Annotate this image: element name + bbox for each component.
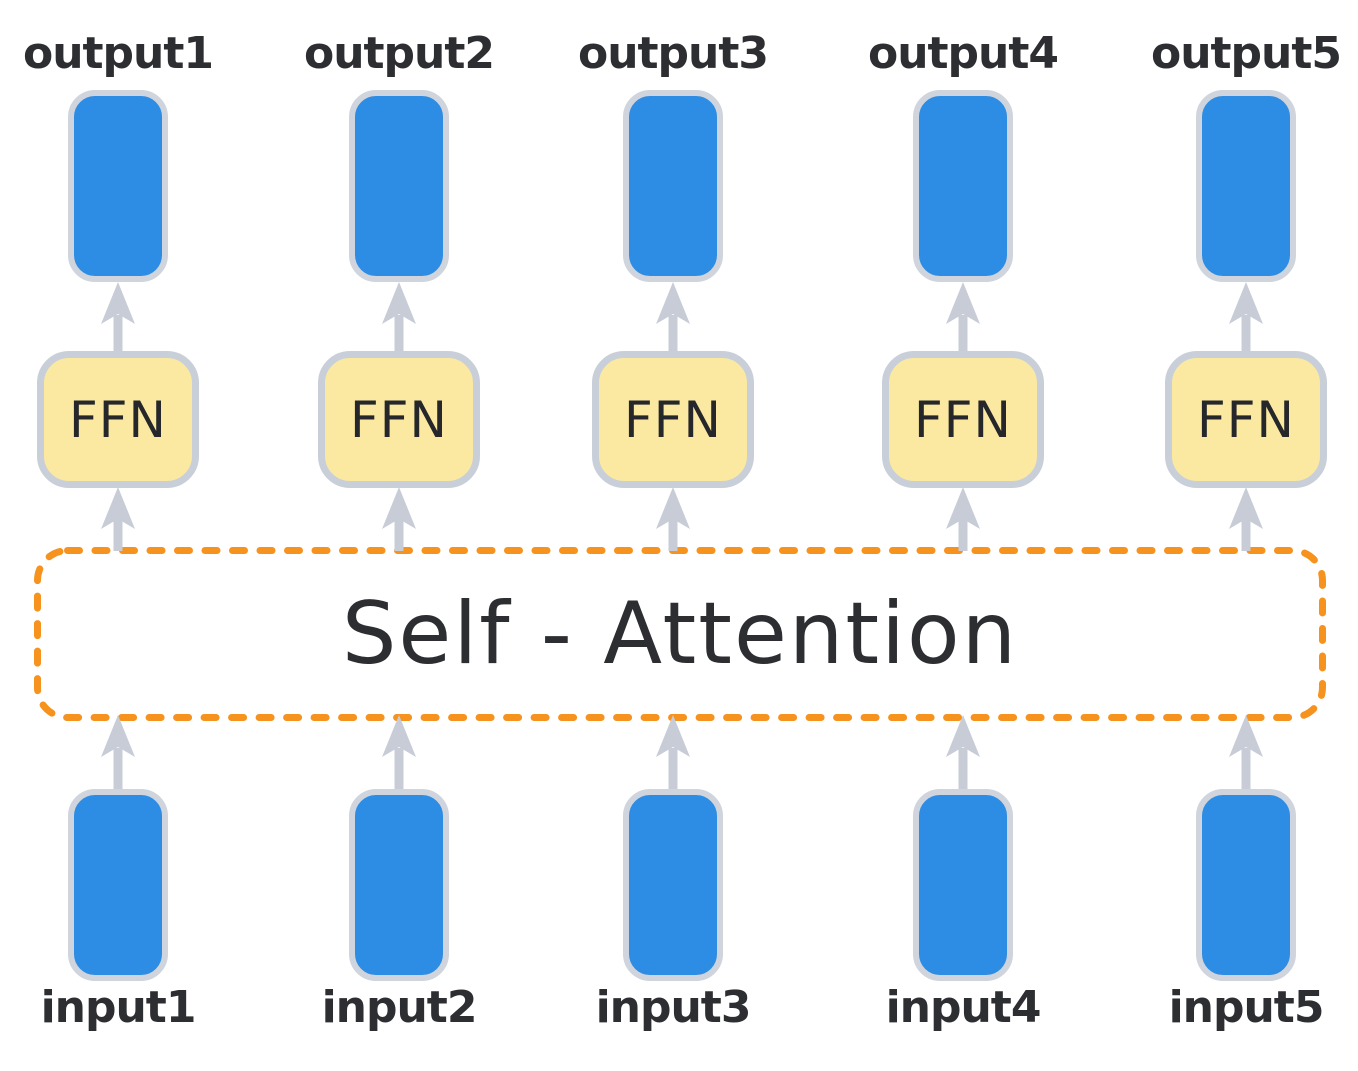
output-vector-block	[623, 90, 723, 282]
input-label: input5	[1168, 982, 1325, 1033]
self-attention-box: Self - Attention	[33, 546, 1327, 722]
output-vector-block	[1196, 90, 1296, 282]
input-vector-block	[1196, 789, 1296, 981]
arrow-up-icon	[101, 282, 135, 354]
column-3: output3 FFN input3	[563, 0, 783, 1071]
column-5: output5 FFN input5	[1136, 0, 1356, 1071]
arrow-up-icon	[101, 715, 135, 790]
ffn-box: FFN	[1165, 351, 1327, 488]
output-vector-block	[349, 90, 449, 282]
arrow-up-icon	[1229, 487, 1263, 551]
input-vector-block	[68, 789, 168, 981]
input-label: input4	[885, 982, 1042, 1033]
ffn-label: FFN	[1197, 390, 1295, 449]
column-1: output1 FFN input1	[8, 0, 228, 1071]
input-label: input1	[40, 982, 197, 1033]
arrow-up-icon	[656, 282, 690, 354]
arrow-up-icon	[656, 487, 690, 551]
ffn-label: FFN	[350, 390, 448, 449]
ffn-box: FFN	[592, 351, 754, 488]
column-2: output2 FFN input2	[289, 0, 509, 1071]
output-label: output1	[22, 28, 214, 79]
ffn-label: FFN	[914, 390, 1012, 449]
arrow-up-icon	[1229, 282, 1263, 354]
output-vector-block	[913, 90, 1013, 282]
input-vector-block	[349, 789, 449, 981]
arrow-up-icon	[946, 282, 980, 354]
input-vector-block	[913, 789, 1013, 981]
input-label: input2	[321, 982, 478, 1033]
column-4: output4 FFN input4	[853, 0, 1073, 1071]
arrow-up-icon	[1229, 715, 1263, 790]
arrow-up-icon	[946, 487, 980, 551]
arrow-up-icon	[382, 282, 416, 354]
output-label: output3	[577, 28, 769, 79]
output-label: output5	[1150, 28, 1342, 79]
input-vector-block	[623, 789, 723, 981]
input-label: input3	[595, 982, 752, 1033]
ffn-label: FFN	[624, 390, 722, 449]
output-label: output2	[303, 28, 495, 79]
arrow-up-icon	[656, 715, 690, 790]
ffn-box: FFN	[882, 351, 1044, 488]
ffn-box: FFN	[37, 351, 199, 488]
arrow-up-icon	[382, 487, 416, 551]
output-label: output4	[867, 28, 1059, 79]
self-attention-label: Self - Attention	[341, 584, 1019, 684]
arrow-up-icon	[946, 715, 980, 790]
arrow-up-icon	[101, 487, 135, 551]
ffn-box: FFN	[318, 351, 480, 488]
ffn-label: FFN	[69, 390, 167, 449]
arrow-up-icon	[382, 715, 416, 790]
output-vector-block	[68, 90, 168, 282]
dashed-border	[34, 547, 1326, 721]
